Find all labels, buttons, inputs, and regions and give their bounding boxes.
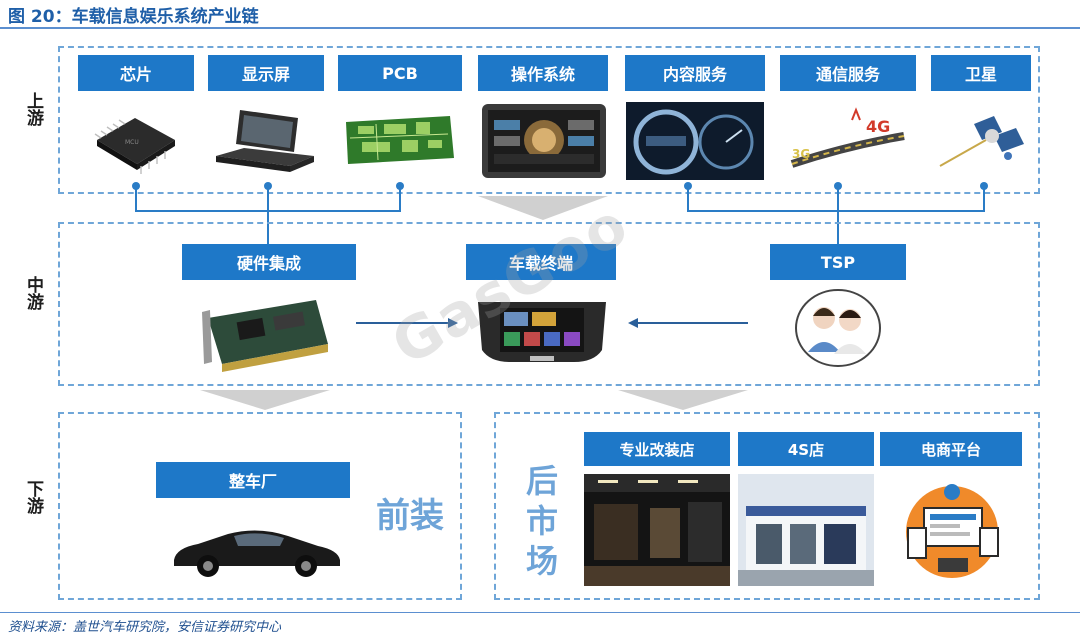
connector-right-trunk — [837, 186, 839, 244]
call-center-icon — [795, 289, 881, 367]
upstream-label-pcb: PCB — [338, 55, 462, 91]
level-downstream: 下游 — [22, 480, 46, 514]
car-icon — [174, 530, 340, 577]
title-rule — [0, 27, 1080, 29]
aftermarket-char-2: 市 — [526, 502, 559, 540]
down-arrow-mid-to-after — [618, 390, 748, 410]
upstream-label-os: 操作系统 — [478, 55, 608, 91]
figure-title: 图 20：车载信息娱乐系统产业链 — [8, 7, 259, 27]
satellite-image — [934, 110, 1030, 176]
aftermarket-char-1: 后 — [526, 462, 559, 500]
hardware-image — [198, 292, 340, 372]
upstream-box — [58, 46, 1040, 194]
terminal-image — [474, 296, 610, 368]
level-midstream: 中游 — [22, 276, 46, 310]
modshop-image — [584, 474, 730, 586]
upstream-label-content: 内容服务 — [625, 55, 765, 91]
chip-image: MCU — [85, 100, 185, 180]
mid-label-terminal: 车载终端 — [466, 244, 616, 280]
connector-right-2 — [983, 186, 985, 212]
arrow-tsp-to-terminal — [628, 318, 748, 328]
pcb-image — [340, 112, 458, 168]
midstream-box — [58, 222, 1040, 386]
tsp-image — [794, 288, 882, 368]
store-interior-icon — [584, 474, 730, 586]
upstream-label-chip: 芯片 — [78, 55, 194, 91]
content-image — [626, 102, 764, 180]
head-unit-icon — [478, 302, 606, 362]
mid-label-hardware: 硬件集成 — [182, 244, 356, 280]
oem-label: 整车厂 — [156, 462, 350, 498]
dashboard-icon — [626, 102, 764, 180]
source-rule — [0, 612, 1080, 613]
down-arrow-mid-to-front — [200, 390, 330, 410]
front-install-text: 前装 — [376, 496, 444, 536]
car-image — [168, 520, 344, 580]
connector-left-2 — [399, 186, 401, 212]
channel-label-modshop: 专业改装店 — [584, 432, 730, 466]
connector-left-trunk — [267, 186, 269, 244]
satellite-icon — [939, 116, 1024, 167]
aftermarket-box — [494, 412, 1040, 600]
level-upstream-text: 上游 — [23, 92, 43, 126]
connector-right-h — [687, 210, 985, 212]
connector-right-1 — [687, 186, 689, 212]
level-midstream-text: 中游 — [23, 276, 43, 310]
circuit-card-icon — [202, 300, 328, 372]
svg-text:4G: 4G — [866, 117, 890, 136]
level-downstream-text: 下游 — [23, 480, 43, 514]
infotainment-screen-icon — [482, 104, 606, 178]
telecom-image: 3G 4G — [786, 106, 912, 176]
level-upstream: 上游 — [22, 92, 46, 126]
arrow-hardware-to-terminal — [356, 318, 458, 328]
display-image — [210, 104, 322, 180]
dealership-building-icon — [738, 474, 874, 586]
chip-icon: MCU — [94, 118, 175, 174]
aftermarket-char-3: 场 — [526, 542, 559, 580]
mid-label-tsp: TSP — [770, 244, 906, 280]
4s-image — [738, 474, 874, 586]
upstream-label-telecom: 通信服务 — [780, 55, 916, 91]
upstream-label-display: 显示屏 — [208, 55, 324, 91]
os-image — [480, 102, 608, 180]
ecommerce-devices-icon — [906, 484, 999, 578]
channel-label-ecommerce: 电商平台 — [880, 432, 1022, 466]
upstream-label-satellite: 卫星 — [931, 55, 1031, 91]
svg-text:3G: 3G — [792, 147, 810, 161]
network-4g-icon: 3G 4G — [790, 107, 905, 168]
monitor-icon — [216, 110, 314, 172]
front-install-box — [58, 412, 462, 600]
connector-left-1 — [135, 186, 137, 212]
figure-source: 资料来源：盖世汽车研究院，安信证券研究中心 — [8, 620, 282, 635]
circuit-board-icon — [346, 116, 454, 164]
down-arrow-up-to-mid — [478, 196, 608, 220]
channel-label-4s: 4S店 — [738, 432, 874, 466]
svg-text:MCU: MCU — [125, 139, 139, 146]
ecommerce-image — [894, 478, 1010, 582]
